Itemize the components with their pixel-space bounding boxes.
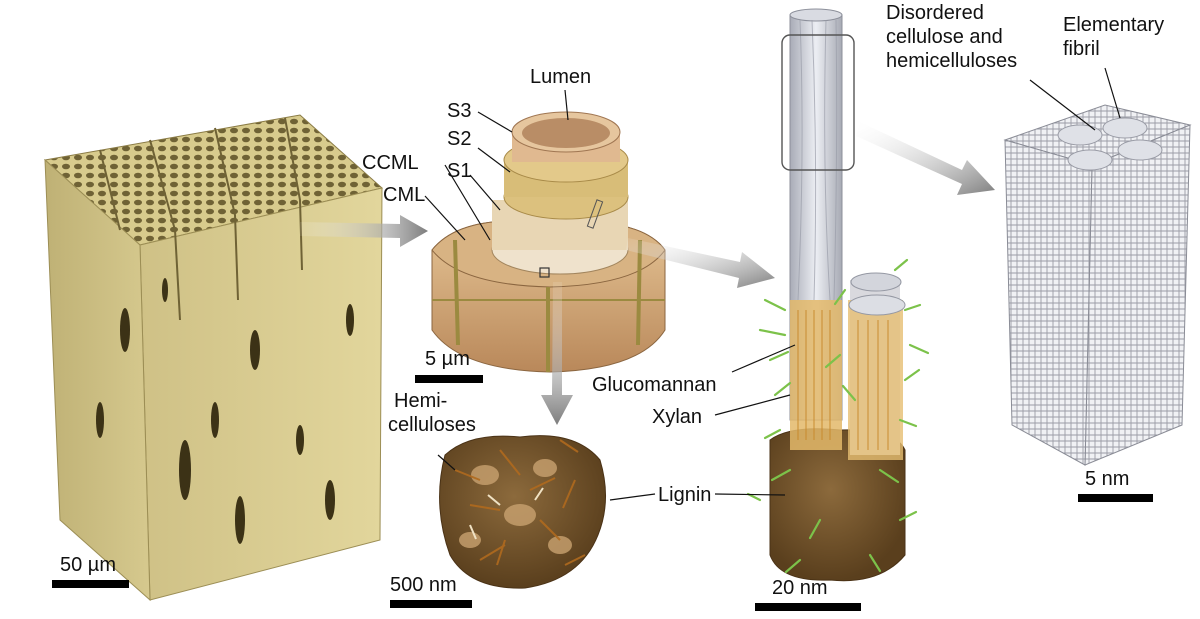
xylan-strands [746, 258, 930, 574]
label-disordered-2: cellulose and [886, 26, 1003, 48]
label-s2: S2 [447, 128, 472, 150]
label-ccml: CCML [362, 152, 419, 174]
wood-block-cracks [99, 117, 303, 321]
scale-bar-elementary-fibril [1078, 494, 1153, 502]
label-glucomannan: Glucomannan [592, 374, 717, 396]
arrow-cell-to-fibril [626, 238, 775, 288]
label-lumen: Lumen [530, 66, 592, 88]
label-lignin: Lignin [658, 484, 712, 506]
label-disordered-3: hemicelluloses [886, 50, 1018, 72]
scale-bar-wood [52, 580, 129, 588]
scale-label-cell-wall: 5 µm [425, 348, 470, 370]
scale-label-matrix: 500 nm [390, 574, 457, 596]
scale-bar-microfibril [755, 603, 861, 611]
elementary-fibril-block [1003, 104, 1192, 466]
label-cml: CML [383, 184, 426, 206]
label-disordered-1: Disordered [886, 2, 984, 24]
leader-lines [424, 67, 1121, 501]
fibril-highlight-box [781, 34, 855, 171]
label-s1: S1 [447, 160, 472, 182]
arrow-fibril-to-elementary [856, 122, 995, 195]
lumen [522, 118, 610, 148]
scale-label-elementary-fibril: 5 nm [1085, 468, 1130, 490]
microfibril-bundle [746, 8, 930, 582]
matrix-blob [439, 435, 607, 589]
label-elementary-2: fibril [1063, 38, 1100, 60]
arrow-block-to-cell [300, 215, 428, 247]
scale-label-wood: 50 µm [60, 554, 116, 576]
scale-label-microfibril: 20 nm [772, 577, 828, 599]
arrow-cell-to-matrix [541, 282, 573, 425]
scale-bar-matrix [390, 600, 472, 608]
label-s3: S3 [447, 100, 472, 122]
wood-block [43, 114, 384, 602]
label-elementary-1: Elementary [1063, 14, 1165, 36]
wood-block-side [44, 158, 151, 602]
label-hemicelluloses-2: celluloses [388, 414, 476, 436]
middle-lamella-lines [432, 239, 665, 372]
cell-wall-section [431, 111, 666, 373]
label-hemicelluloses-1: Hemi- [394, 390, 448, 412]
wood-block-vessels [96, 278, 354, 544]
label-xylan: Xylan [652, 406, 703, 428]
scale-bar-cell-wall [415, 375, 483, 383]
